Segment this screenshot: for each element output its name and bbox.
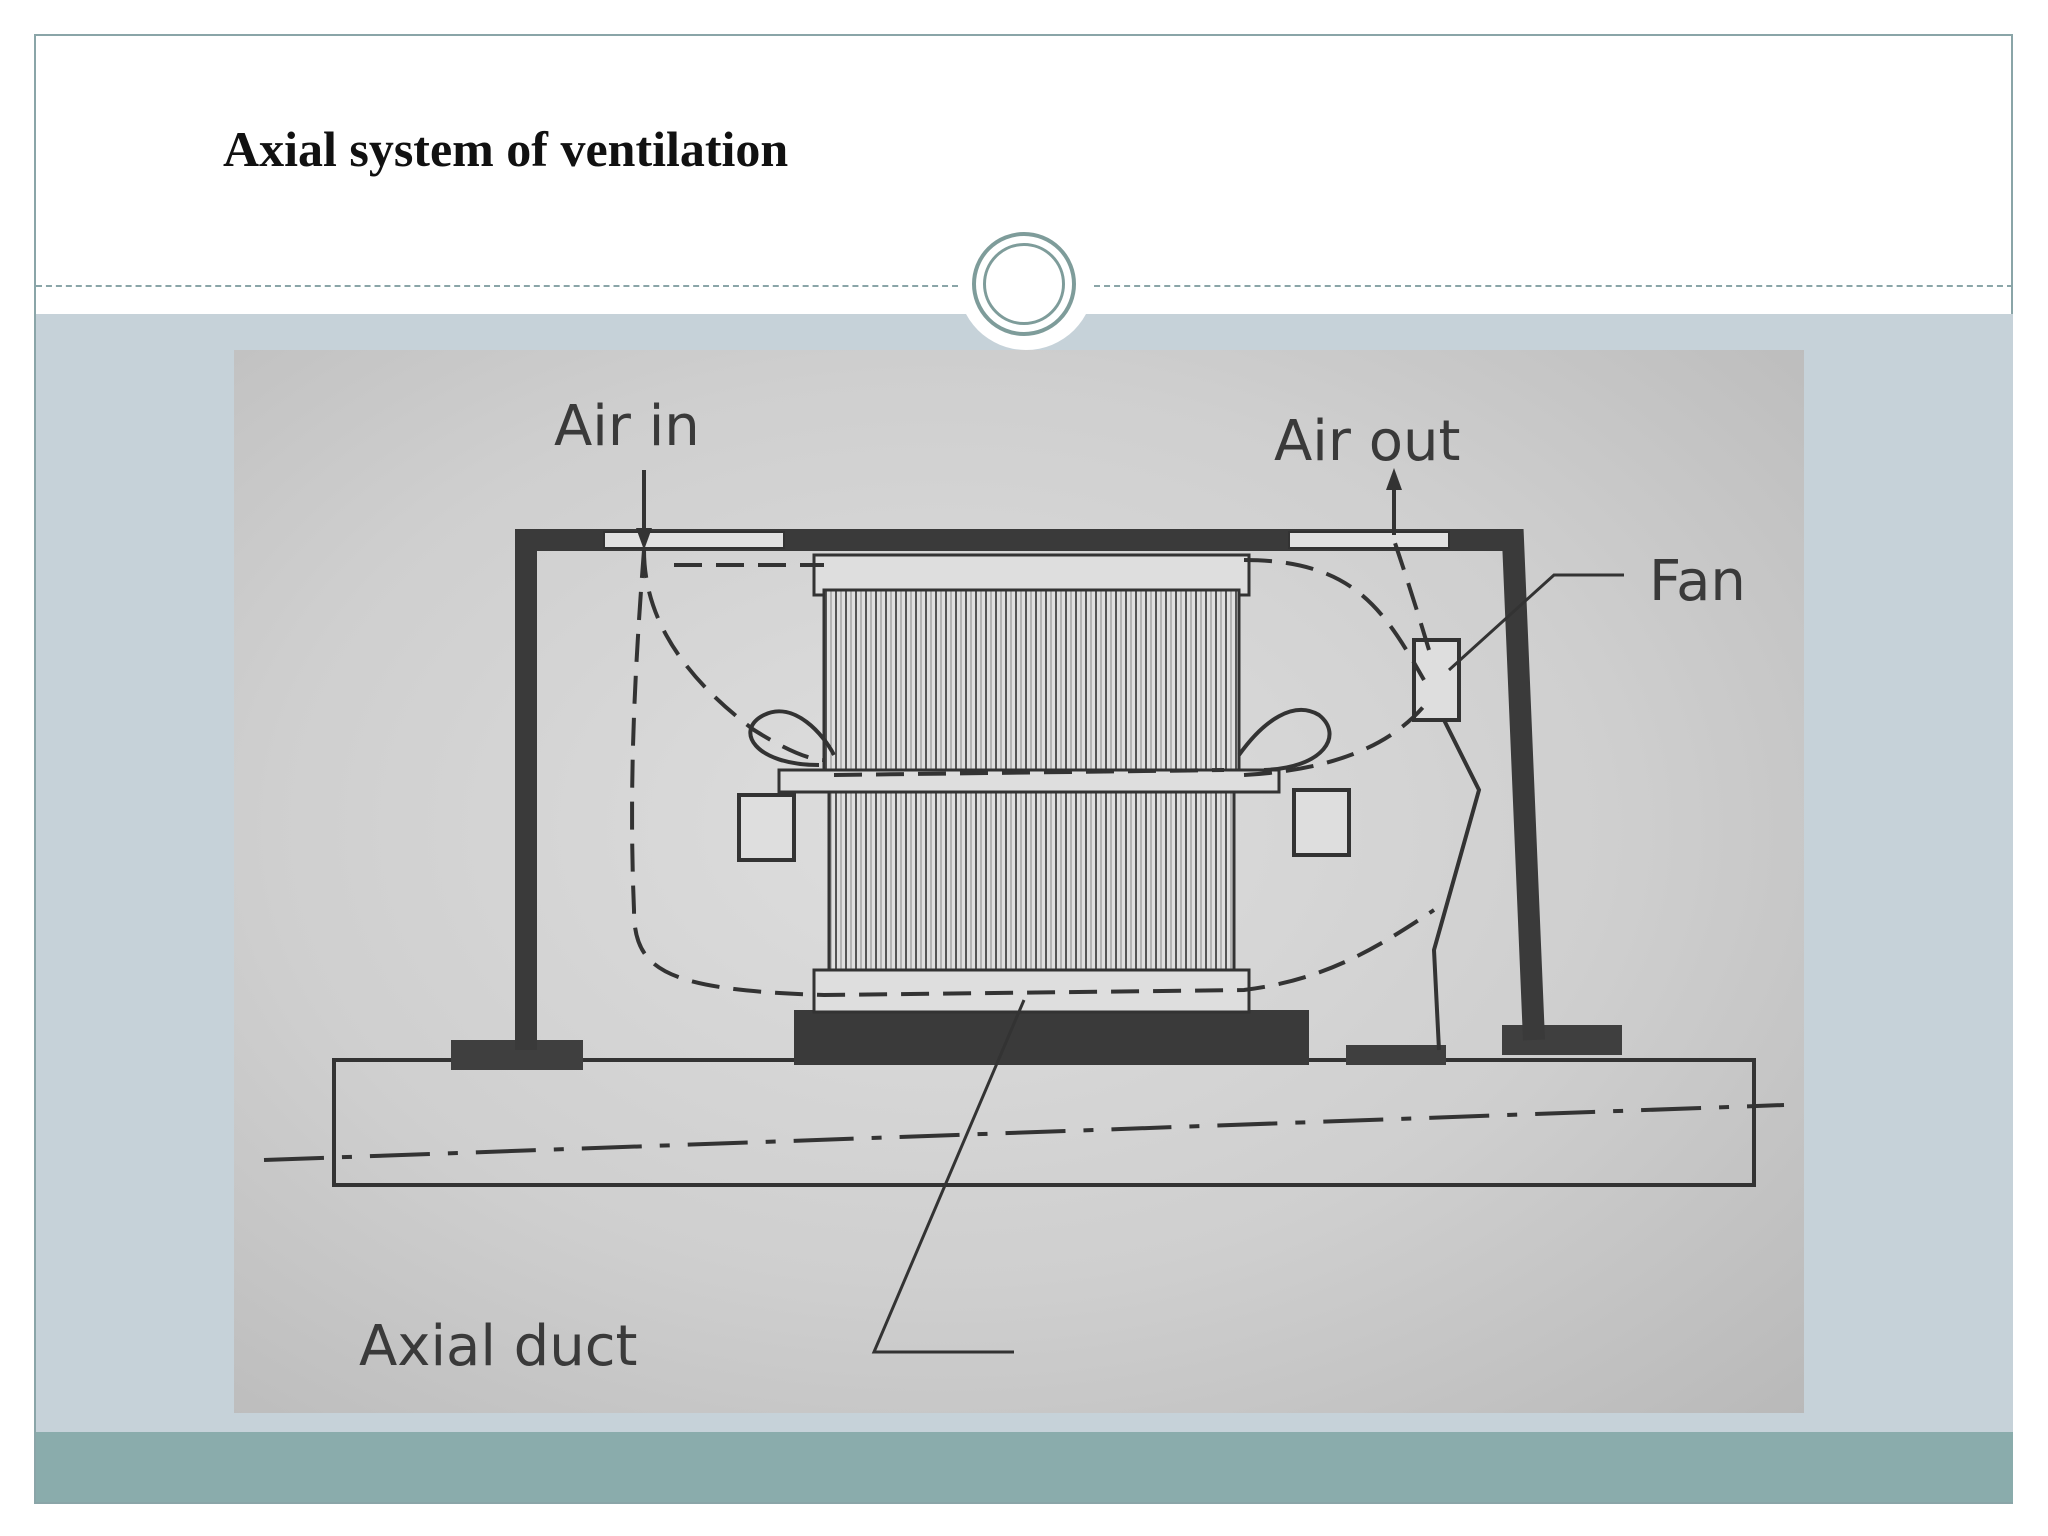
- label-air-in: Air in: [554, 394, 700, 459]
- ventilation-diagram: Air in Air out Fan Axial duct: [263, 394, 1785, 1379]
- diagram-photo: Air in Air out Fan Axial duct: [234, 350, 1804, 1413]
- title-divider-right: [1094, 285, 2013, 287]
- right-step: [1346, 1045, 1446, 1065]
- airflow-through-gap: [833, 768, 1225, 777]
- title-divider-left: [36, 285, 958, 287]
- label-air-out: Air out: [1274, 409, 1460, 474]
- ornament-inner-ring: [983, 243, 1065, 325]
- left-end-winding: [748, 709, 836, 767]
- air-inlet-opening: [603, 531, 785, 549]
- airflow-paths: [630, 539, 1436, 998]
- label-axial-duct: Axial duct: [359, 1314, 637, 1379]
- ornament-ring: [972, 232, 1076, 336]
- right-bracket: [1292, 788, 1351, 857]
- label-fan: Fan: [1649, 549, 1746, 614]
- left-bracket: [737, 793, 796, 862]
- airflow-gap-out: [1243, 698, 1431, 777]
- shaft-centerline: [263, 1103, 1785, 1162]
- airflow-top: [674, 558, 1426, 681]
- fan-leader: [1447, 573, 1624, 672]
- shaft: [332, 1058, 1756, 1187]
- airflow-fan-out: [1392, 539, 1431, 651]
- airflow-in-to-gap: [642, 549, 825, 762]
- rotor-core: [827, 790, 1236, 974]
- stator-core: [822, 588, 1241, 772]
- axial-duct-leader: [871, 999, 1026, 1354]
- right-baffle: [1431, 719, 1482, 1051]
- air-out-arrowhead: [1386, 468, 1402, 490]
- airflow-under-rotor: [630, 549, 1436, 998]
- frame-enclosure: [515, 529, 1545, 1050]
- right-foot: [1502, 1025, 1622, 1055]
- air-outlet-opening: [1288, 531, 1450, 549]
- stator-top-block: [812, 553, 1251, 597]
- rotor-base: [794, 1010, 1309, 1065]
- air-in-arrowhead: [636, 528, 652, 550]
- right-end-winding: [1237, 708, 1332, 772]
- slide-title: Axial system of ventilation: [223, 121, 789, 177]
- footer-bar: [36, 1432, 2013, 1502]
